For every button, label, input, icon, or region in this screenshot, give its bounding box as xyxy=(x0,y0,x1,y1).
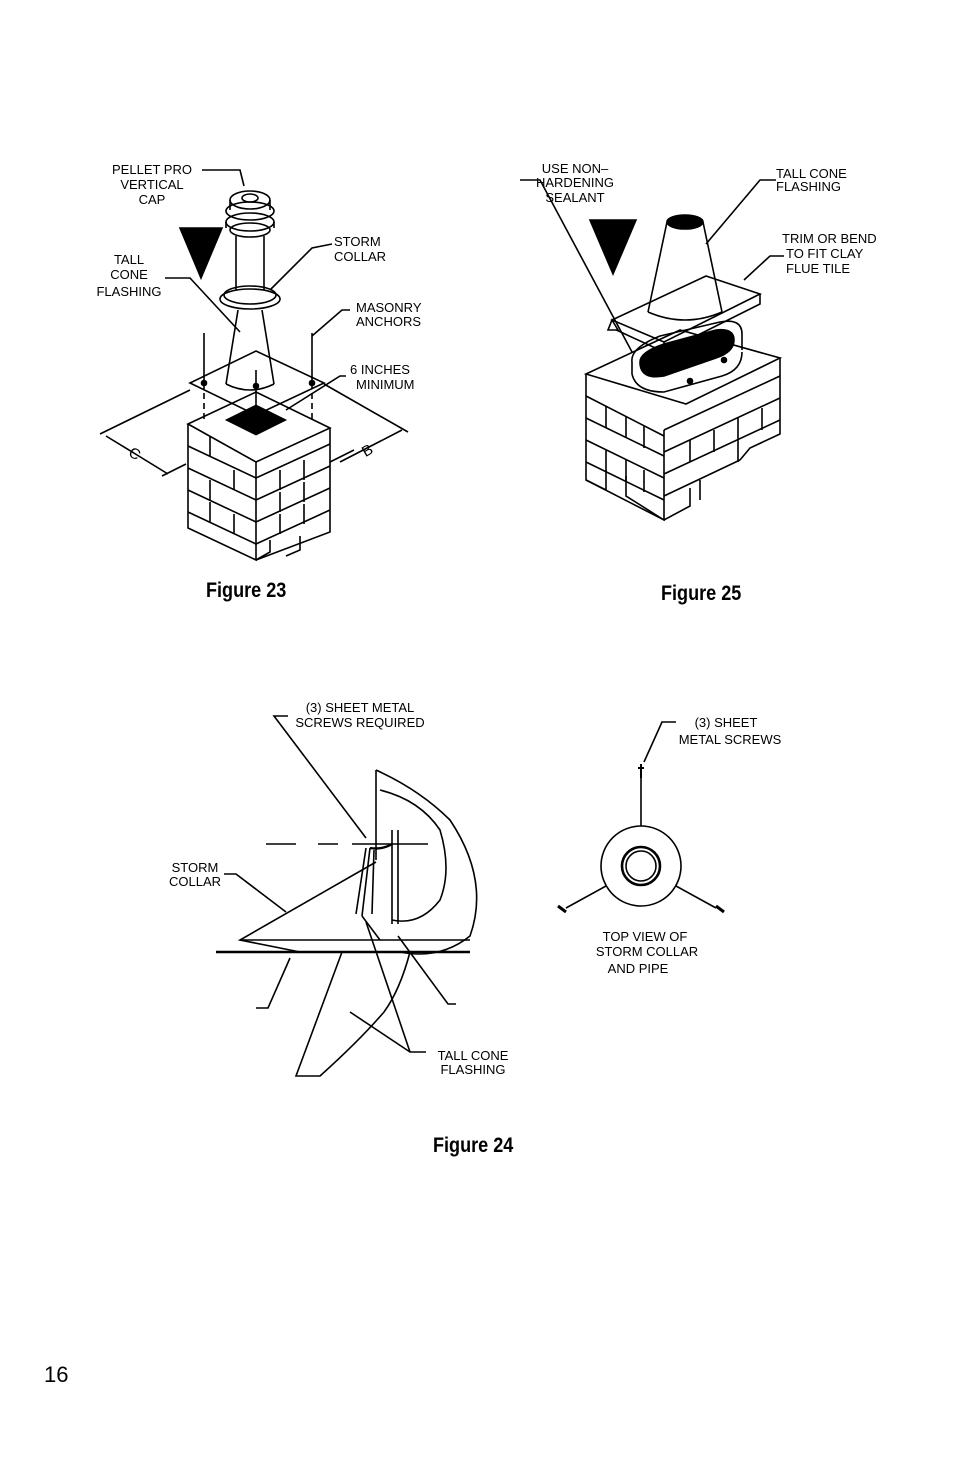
tall-cone-flashing xyxy=(225,309,275,385)
label-cap-1: PELLET PRO xyxy=(112,162,192,177)
label-tall-2: CONE xyxy=(110,267,148,282)
label-tall-1: TALL xyxy=(114,252,144,267)
label-sealant-1: USE NON– xyxy=(542,161,609,176)
clay-flue-tile xyxy=(631,320,743,363)
label-sealant-2: HARDENING xyxy=(536,175,614,190)
label-storm-2: COLLAR xyxy=(334,249,386,264)
sheet-metal-screw xyxy=(369,842,393,850)
figure-23-caption: Figure 23 xyxy=(206,579,287,602)
label-top-view-3: AND PIPE xyxy=(608,961,669,976)
label-anchors-2: ANCHORS xyxy=(356,314,421,329)
label-storm-1: STORM xyxy=(172,860,219,875)
down-arrow-icon xyxy=(588,219,638,277)
dimension-b-line xyxy=(339,429,403,463)
screw-icon xyxy=(557,904,567,914)
label-trim-1: TRIM OR BEND xyxy=(782,231,877,246)
label-trim-3: FLUE TILE xyxy=(786,261,850,276)
figure-25-caption: Figure 25 xyxy=(661,582,742,605)
down-arrow-icon xyxy=(178,227,224,281)
label-cone-1: TALL CONE xyxy=(438,1048,509,1063)
vent-pipe xyxy=(235,236,265,290)
cutaway-outline xyxy=(237,769,478,955)
label-cone-2: FLASHING xyxy=(776,179,841,194)
screw-icon xyxy=(715,904,725,914)
label-sealant-3: SEALANT xyxy=(545,190,604,205)
flashing-plate xyxy=(188,350,326,416)
dimension-c-line xyxy=(105,435,169,475)
pipe-top-view xyxy=(620,845,662,887)
tall-cone-flashing xyxy=(647,221,723,313)
label-min-1: 6 INCHES xyxy=(350,362,410,377)
label-top-view-1: TOP VIEW OF xyxy=(603,929,688,944)
label-anchors-1: MASONRY xyxy=(356,300,422,315)
label-screws-1: (3) SHEET METAL xyxy=(306,700,415,715)
label-tall-3: FLASHING xyxy=(96,284,161,299)
storm-collar xyxy=(223,285,277,305)
figure-24-caption: Figure 24 xyxy=(433,1134,514,1157)
label-cone-1: TALL CONE xyxy=(776,166,847,181)
screw-icon xyxy=(638,764,644,778)
tall-cone-section xyxy=(294,951,411,1077)
label-cone-2: FLASHING xyxy=(440,1062,505,1077)
label-min-2: MINIMUM xyxy=(356,377,415,392)
label-screws-2: SCREWS REQUIRED xyxy=(295,715,424,730)
label-trim-2: TO FIT CLAY xyxy=(786,246,864,261)
label-cap-3: CAP xyxy=(139,192,166,207)
label-top-view-2: STORM COLLAR xyxy=(596,944,698,959)
label-storm-2: COLLAR xyxy=(169,874,221,889)
label-cap-2: VERTICAL xyxy=(120,177,183,192)
storm-collar-top-view xyxy=(600,825,682,907)
label-top-screws-2: METAL SCREWS xyxy=(679,732,782,747)
label-storm-1: STORM xyxy=(334,234,381,249)
label-top-screws-1: (3) SHEET xyxy=(695,715,758,730)
page-number: 16 xyxy=(44,1362,69,1387)
